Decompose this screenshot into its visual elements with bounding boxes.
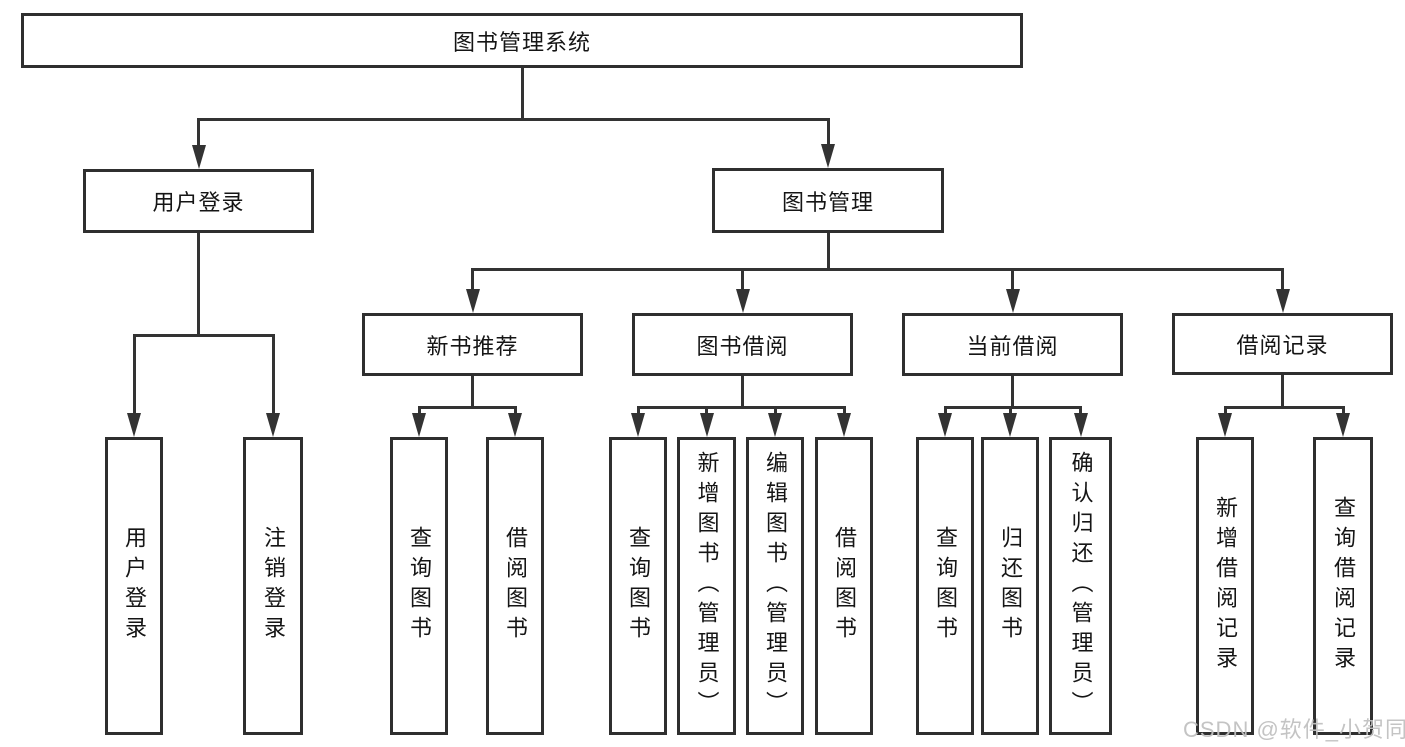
csdn-watermark: CSDN @软件_小贺同学 <box>1183 717 1405 742</box>
leaf-borrow-books-recommend: 借阅图书 <box>486 437 544 735</box>
node-book-borrowing: 图书借阅 <box>632 313 853 376</box>
node-user-login: 用户登录 <box>83 169 314 233</box>
leaf-user-login: 用户登录 <box>105 437 163 735</box>
leaf-query-books-current: 查询图书 <box>916 437 974 735</box>
node-label: 新增借阅记录 <box>1213 496 1238 676</box>
connector-line <box>417 409 421 415</box>
leaf-query-borrow-record: 查询借阅记录 <box>1313 437 1373 735</box>
arrow-down-icon <box>1336 413 1350 437</box>
leaf-query-books-borrowing: 查询图书 <box>609 437 667 735</box>
leaf-logout: 注销登录 <box>243 437 303 735</box>
node-label: 确认归还（管理员） <box>1068 451 1094 721</box>
connector-line <box>271 337 275 415</box>
connector-line <box>826 233 830 268</box>
node-label: 借阅图书 <box>832 526 857 646</box>
leaf-edit-book-admin: 编辑图书（管理员） <box>746 437 804 735</box>
connector-line <box>197 233 200 334</box>
connector-line <box>636 409 640 415</box>
connector-line <box>513 409 517 415</box>
arrow-down-icon <box>699 413 714 437</box>
node-label: 借阅记录 <box>1236 333 1329 358</box>
connector-line <box>197 118 830 121</box>
connector-line <box>842 409 846 415</box>
arrow-down-icon <box>938 413 952 437</box>
connector-line <box>471 376 474 406</box>
leaf-query-books-recommend: 查询图书 <box>390 437 448 735</box>
connector-line <box>1223 406 1345 409</box>
leaf-borrow-books-borrowing: 借阅图书 <box>815 437 873 735</box>
connector-line <box>943 409 947 415</box>
connector-line <box>520 68 524 118</box>
arrow-down-icon <box>821 144 835 168</box>
node-label: 查询图书 <box>407 526 432 646</box>
node-label: 用户登录 <box>152 190 245 215</box>
arrow-down-icon <box>465 289 480 313</box>
arrow-down-icon <box>508 413 522 437</box>
connector-line <box>1281 375 1284 406</box>
node-label: 编辑图书（管理员） <box>763 451 788 721</box>
connector-line <box>471 271 474 291</box>
arrow-down-icon <box>127 413 141 437</box>
node-label: 借阅图书 <box>503 526 528 646</box>
connector-line <box>1223 409 1227 415</box>
node-label: 注销登录 <box>261 526 286 646</box>
node-library-management-system: 图书管理系统 <box>21 13 1023 68</box>
arrow-down-icon <box>768 413 782 437</box>
connector-line <box>132 334 275 337</box>
leaf-add-borrow-record: 新增借阅记录 <box>1196 437 1254 735</box>
node-borrowing-records: 借阅记录 <box>1172 313 1393 375</box>
connector-line <box>417 406 517 409</box>
arrow-down-icon <box>412 413 426 437</box>
node-label: 图书管理系统 <box>452 29 591 55</box>
arrow-down-icon <box>1073 413 1088 437</box>
node-label: 用户登录 <box>122 526 147 646</box>
connector-line <box>1008 409 1012 415</box>
node-label: 新增图书（管理员） <box>694 451 720 721</box>
node-book-management: 图书管理 <box>712 168 944 233</box>
node-label: 图书借阅 <box>696 333 789 359</box>
connector-line <box>773 409 777 415</box>
node-new-book-recommendation: 新书推荐 <box>362 313 583 376</box>
connector-line <box>1011 271 1014 291</box>
connector-line <box>1281 271 1284 291</box>
connector-line <box>471 268 1284 271</box>
connector-line <box>826 121 830 148</box>
connector-line <box>705 409 708 415</box>
arrow-down-icon <box>1003 413 1017 437</box>
connector-line <box>1341 409 1345 415</box>
arrow-down-icon <box>1275 289 1290 313</box>
arrow-down-icon <box>191 145 206 169</box>
leaf-add-book-admin: 新增图书（管理员） <box>677 437 736 735</box>
arrow-down-icon <box>631 413 645 437</box>
node-current-borrowing: 当前借阅 <box>902 313 1123 376</box>
connector-line <box>197 121 200 149</box>
node-label: 查询借阅记录 <box>1331 496 1356 676</box>
connector-line <box>741 271 744 291</box>
arrow-down-icon <box>837 413 851 437</box>
connector-line <box>741 376 744 406</box>
connector-line <box>1011 376 1014 406</box>
node-label: 当前借阅 <box>966 333 1059 359</box>
arrow-down-icon <box>735 289 750 313</box>
node-label: 归还图书 <box>998 526 1023 646</box>
connector-line <box>1079 409 1082 415</box>
arrow-down-icon <box>1218 413 1232 437</box>
node-label: 查询图书 <box>626 526 651 646</box>
node-label: 新书推荐 <box>426 333 519 359</box>
leaf-confirm-return-admin: 确认归还（管理员） <box>1049 437 1112 735</box>
node-label: 查询图书 <box>933 526 958 646</box>
connector-line <box>636 406 846 409</box>
arrow-down-icon <box>1005 289 1020 313</box>
arrow-down-icon <box>266 413 280 437</box>
connector-line <box>132 337 136 415</box>
leaf-return-books: 归还图书 <box>981 437 1039 735</box>
connector-line <box>943 406 1082 409</box>
node-label: 图书管理 <box>781 189 874 215</box>
